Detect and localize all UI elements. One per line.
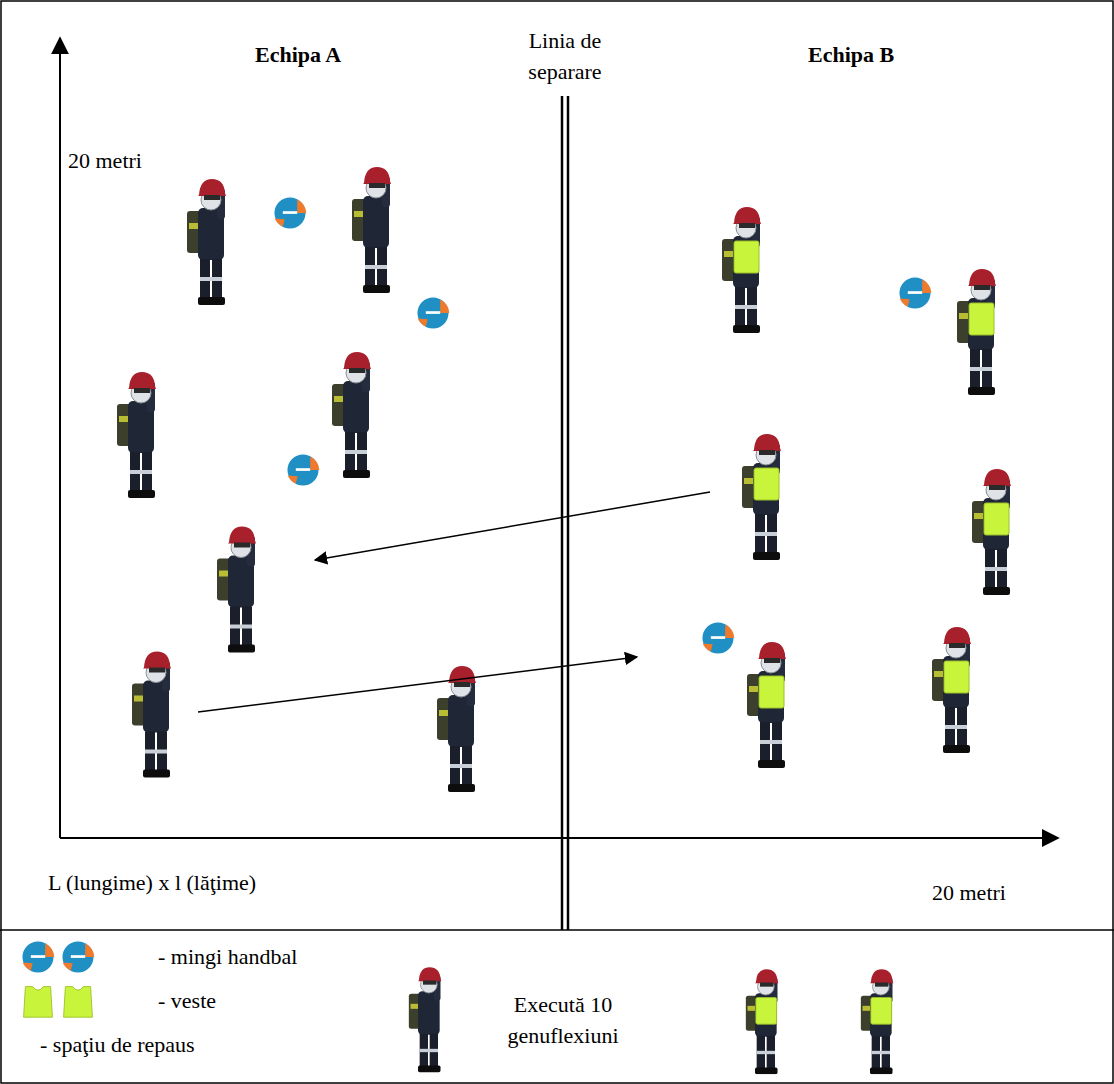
vested-firefighter	[972, 469, 1011, 595]
legend-divider	[0, 929, 1114, 931]
line-label: Linia de separare	[505, 26, 625, 88]
x-axis	[60, 837, 1058, 839]
vest-icon	[24, 987, 53, 1018]
team-title: Echipa B	[808, 40, 894, 71]
separation-line	[561, 96, 564, 930]
handball	[417, 297, 449, 329]
dimension-label: 20 metri	[932, 878, 1006, 909]
firefighter-figure	[332, 352, 371, 478]
legend-text: - veste	[158, 986, 216, 1017]
vested-firefighter	[742, 434, 781, 560]
dimension-label: L (lungime) x l (lăţime)	[48, 868, 256, 899]
firefighter-figure	[409, 967, 442, 1072]
exercise-note: Execută 10 genuflexiuni	[480, 990, 646, 1052]
firefighter-figure	[217, 527, 256, 653]
vest-icon	[64, 987, 93, 1018]
firefighter-figure	[437, 666, 476, 792]
vested-firefighter	[746, 969, 779, 1074]
firefighter-figure	[117, 372, 156, 498]
handball	[62, 941, 94, 973]
handball	[899, 277, 931, 309]
vested-firefighter	[722, 207, 761, 333]
vested-firefighter	[932, 627, 971, 753]
separation-line	[567, 96, 570, 930]
handball	[287, 454, 319, 486]
team-title: Echipa A	[255, 40, 341, 71]
throw-arrow	[198, 657, 637, 712]
dimension-label: 20 metri	[68, 146, 142, 177]
legend-text: - spaţiu de repaus	[40, 1030, 195, 1061]
firefighter-figure	[132, 652, 171, 778]
firefighter-figure	[187, 179, 226, 305]
handball	[22, 941, 54, 973]
y-axis	[59, 38, 61, 838]
legend-text: - mingi handbal	[158, 942, 297, 973]
vested-firefighter	[861, 969, 894, 1074]
firefighter-figure	[352, 167, 391, 293]
vested-firefighter	[957, 269, 996, 395]
handball	[702, 622, 734, 654]
throw-arrow	[315, 492, 710, 560]
handball	[274, 197, 306, 229]
vested-firefighter	[747, 642, 786, 768]
